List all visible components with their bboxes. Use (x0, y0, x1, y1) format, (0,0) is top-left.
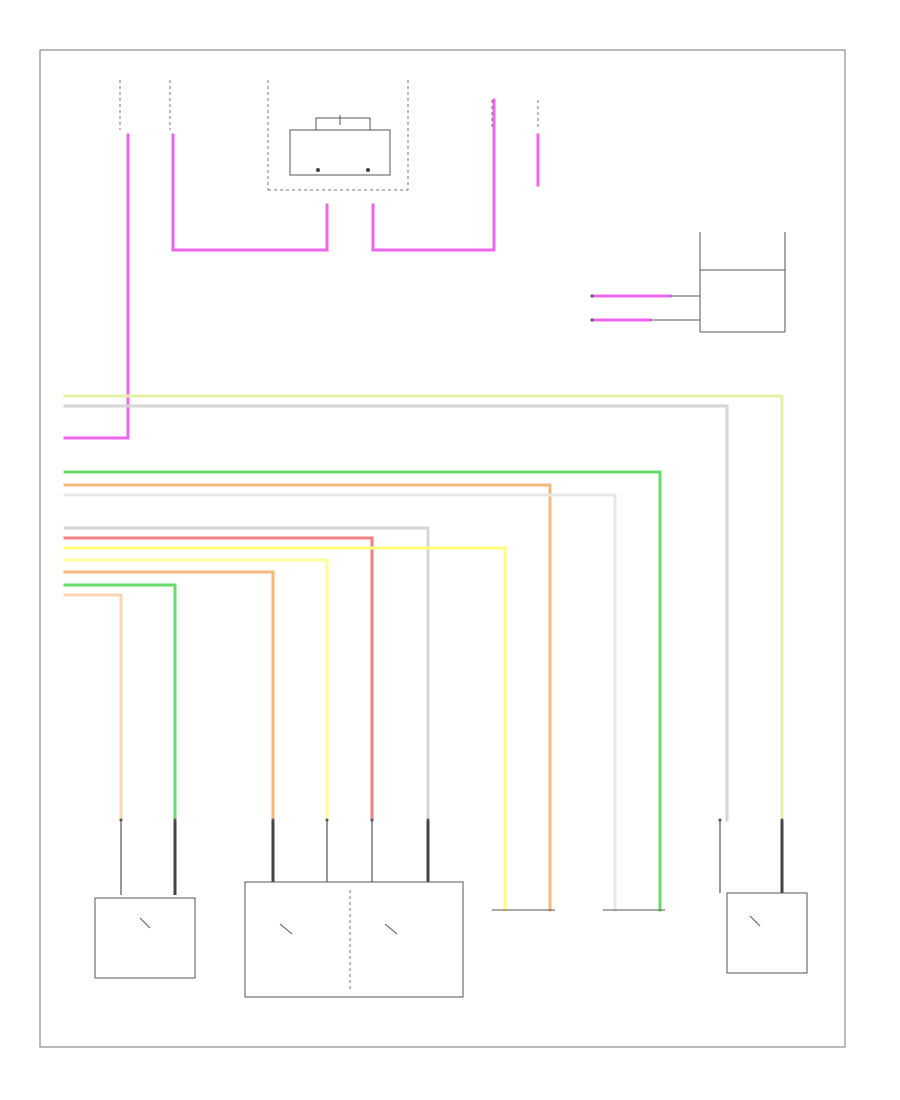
wire-white-long (63, 493, 617, 912)
wire-yellow (63, 558, 329, 822)
wire-pale-orange (63, 593, 123, 822)
wire-yellow-long (63, 546, 507, 912)
horizontal-bus-wires (63, 394, 784, 912)
wire-orange-long (63, 483, 552, 912)
wire-red (63, 536, 374, 822)
connector-dots (119, 294, 784, 822)
front-belt-switch-box (726, 892, 808, 974)
pink-wire-passenger (371, 98, 496, 252)
wire-green (63, 583, 177, 822)
wire-green-long (63, 470, 662, 912)
bottom-component-boxes (94, 881, 808, 998)
pink-wire-main (63, 133, 130, 440)
bottom-dark-leads (120, 820, 784, 895)
passenger-seat-switch-box (94, 897, 196, 979)
diagram-border (39, 49, 846, 1048)
wire-gray (63, 526, 430, 822)
wire-orange (63, 570, 275, 822)
seat-position-sensors-box (244, 881, 464, 998)
wire-light-gray-top (63, 404, 729, 822)
pink-wire-driver (171, 133, 329, 252)
pink-wires (63, 98, 672, 440)
top-connectors (119, 80, 539, 191)
wire-light-green-top (63, 394, 784, 822)
resistor-module-box (650, 232, 786, 333)
